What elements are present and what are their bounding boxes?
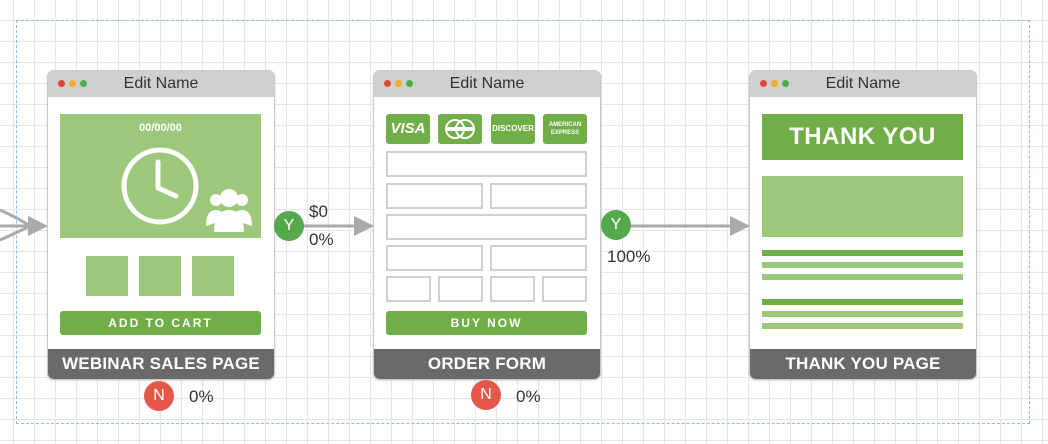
mastercard-icon: [438, 114, 482, 144]
yes-rate-label: 100%: [607, 247, 651, 266]
form-field: [386, 214, 587, 240]
arrowhead-icon: [730, 216, 750, 236]
card-footer-label: WEBINAR SALES PAGE: [48, 349, 274, 379]
text-line: [762, 311, 963, 317]
revenue-label: $0: [309, 202, 328, 221]
funnel-step-thank-you-page[interactable]: Edit Name THANK YOU THANK YOU PAGE: [750, 71, 976, 379]
arrowhead-icon: [28, 216, 48, 236]
form-field: [490, 276, 535, 302]
buy-now-button[interactable]: BUY NOW: [386, 311, 587, 335]
no-badge[interactable]: N: [471, 380, 501, 410]
amex-icon: AMERICAN EXPRESS: [543, 114, 587, 144]
selection-frame: [16, 20, 1030, 424]
form-field: [438, 276, 483, 302]
window-controls: [384, 80, 413, 87]
maximize-dot-icon: [80, 80, 87, 87]
minimize-dot-icon: [395, 80, 402, 87]
webinar-date: 00/00/00: [139, 122, 182, 134]
text-line: [762, 250, 963, 256]
minimize-dot-icon: [69, 80, 76, 87]
people-icon: [206, 189, 252, 232]
form-field: [386, 245, 483, 271]
image-placeholder: [762, 176, 963, 237]
add-to-cart-button[interactable]: ADD TO CART: [60, 311, 261, 335]
yes-badge[interactable]: Y: [601, 210, 631, 240]
minimize-dot-icon: [771, 80, 778, 87]
video-thumbnail: 00/00/00: [60, 114, 261, 238]
close-dot-icon: [58, 80, 65, 87]
text-line: [762, 299, 963, 305]
no-rate-label: 0%: [189, 387, 214, 406]
form-field: [490, 245, 587, 271]
form-field: [386, 151, 587, 177]
card-titlebar: Edit Name: [374, 71, 600, 97]
card-titlebar: Edit Name: [750, 71, 976, 97]
close-dot-icon: [384, 80, 391, 87]
funnel-step-webinar-sales-page[interactable]: Edit Name 00/00/00 ADD TO CART WEBINAR S…: [48, 71, 274, 379]
discover-icon: DISCOVER: [491, 114, 535, 144]
maximize-dot-icon: [406, 80, 413, 87]
edit-name-link[interactable]: Edit Name: [449, 75, 525, 92]
form-field: [386, 276, 431, 302]
window-controls: [58, 80, 87, 87]
yes-rate-label: 0%: [309, 230, 334, 249]
no-badge[interactable]: N: [144, 381, 174, 411]
arrowhead-icon: [354, 216, 374, 236]
form-field: [386, 183, 483, 209]
thumbnail-block: [192, 256, 234, 296]
edit-name-link[interactable]: Edit Name: [123, 75, 199, 92]
close-dot-icon: [760, 80, 767, 87]
text-line: [762, 323, 963, 329]
form-field: [542, 276, 587, 302]
form-field: [490, 183, 587, 209]
card-footer-label: THANK YOU PAGE: [750, 349, 976, 379]
card-footer-label: ORDER FORM: [374, 349, 600, 379]
text-line: [762, 262, 963, 268]
yes-badge[interactable]: Y: [274, 211, 304, 241]
thumbnail-block: [139, 256, 181, 296]
window-controls: [760, 80, 789, 87]
edit-name-link[interactable]: Edit Name: [825, 75, 901, 92]
clock-icon: [121, 147, 199, 225]
no-rate-label: 0%: [516, 387, 541, 406]
text-line: [762, 274, 963, 280]
funnel-step-order-form[interactable]: Edit Name VISA DISCOVER AMERICAN EXPRESS…: [374, 71, 600, 379]
thumbnail-block: [86, 256, 128, 296]
maximize-dot-icon: [782, 80, 789, 87]
thank-you-banner: THANK YOU: [762, 114, 963, 160]
visa-icon: VISA: [386, 114, 430, 144]
card-titlebar: Edit Name: [48, 71, 274, 97]
